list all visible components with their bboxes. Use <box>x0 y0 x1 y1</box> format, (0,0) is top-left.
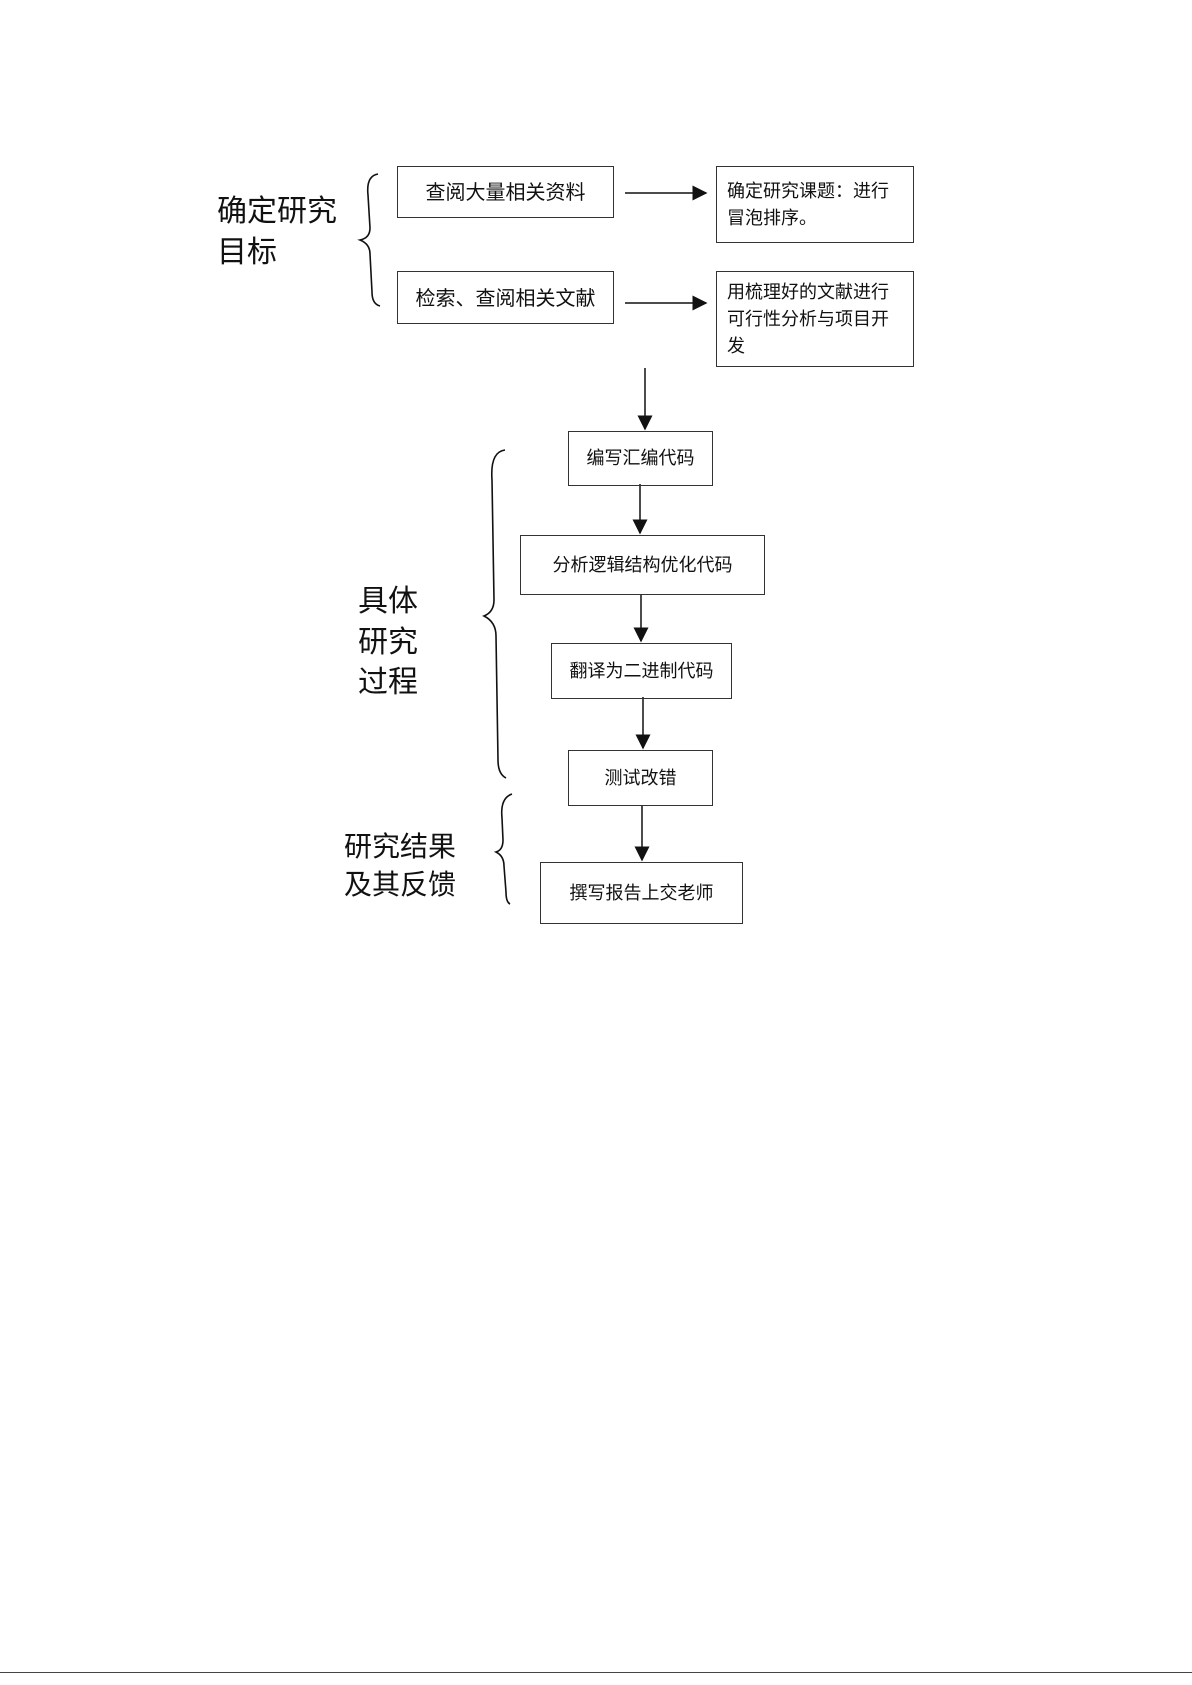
section-label-goal: 确定研究目标 <box>217 194 337 270</box>
page-bottom-rule <box>0 1672 1192 1673</box>
brace-process <box>482 449 507 779</box>
node-analysis: 用梳理好的文献进行可行性分析与项目开发 <box>716 271 914 367</box>
node-search-literature: 检索、查阅相关文献 <box>397 271 614 324</box>
node-read-materials: 查阅大量相关资料 <box>397 166 614 218</box>
brace-result <box>493 793 513 905</box>
section-label-process: 具体研究过程 <box>358 584 418 700</box>
node-test: 测试改错 <box>568 750 713 806</box>
section-label-result: 研究结果及其反馈 <box>344 830 457 901</box>
node-translate: 翻译为二进制代码 <box>551 643 732 699</box>
node-report: 撰写报告上交老师 <box>540 862 743 924</box>
brace-goal <box>357 173 381 307</box>
node-write-asm: 编写汇编代码 <box>568 431 713 486</box>
node-topic: 确定研究课题：进行冒泡排序。 <box>716 166 914 243</box>
node-optimize: 分析逻辑结构优化代码 <box>520 535 765 595</box>
